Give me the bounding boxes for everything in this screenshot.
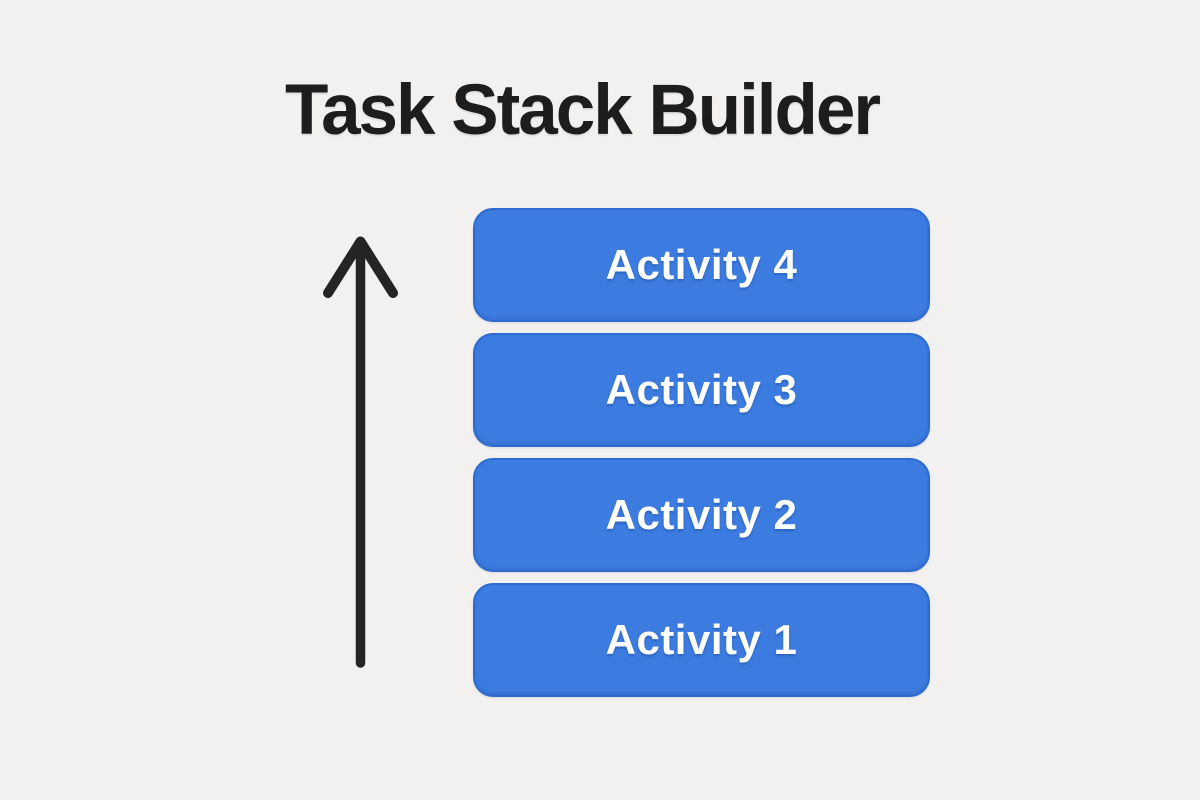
up-arrow-icon: [323, 236, 398, 668]
page-title: Task Stack Builder: [284, 71, 881, 150]
activity-item[interactable]: Activity 1: [473, 583, 930, 697]
activity-label: Activity 1: [605, 616, 798, 663]
activity-label: Activity 2: [605, 491, 798, 538]
activity-item[interactable]: Activity 3: [473, 333, 930, 447]
activity-stack: Activity 4 Activity 3 Activity 2 Activit…: [473, 208, 930, 697]
activity-item[interactable]: Activity 2: [473, 458, 930, 572]
activity-label: Activity 4: [605, 241, 798, 288]
activity-label: Activity 3: [605, 366, 798, 413]
activity-item[interactable]: Activity 4: [473, 208, 930, 322]
